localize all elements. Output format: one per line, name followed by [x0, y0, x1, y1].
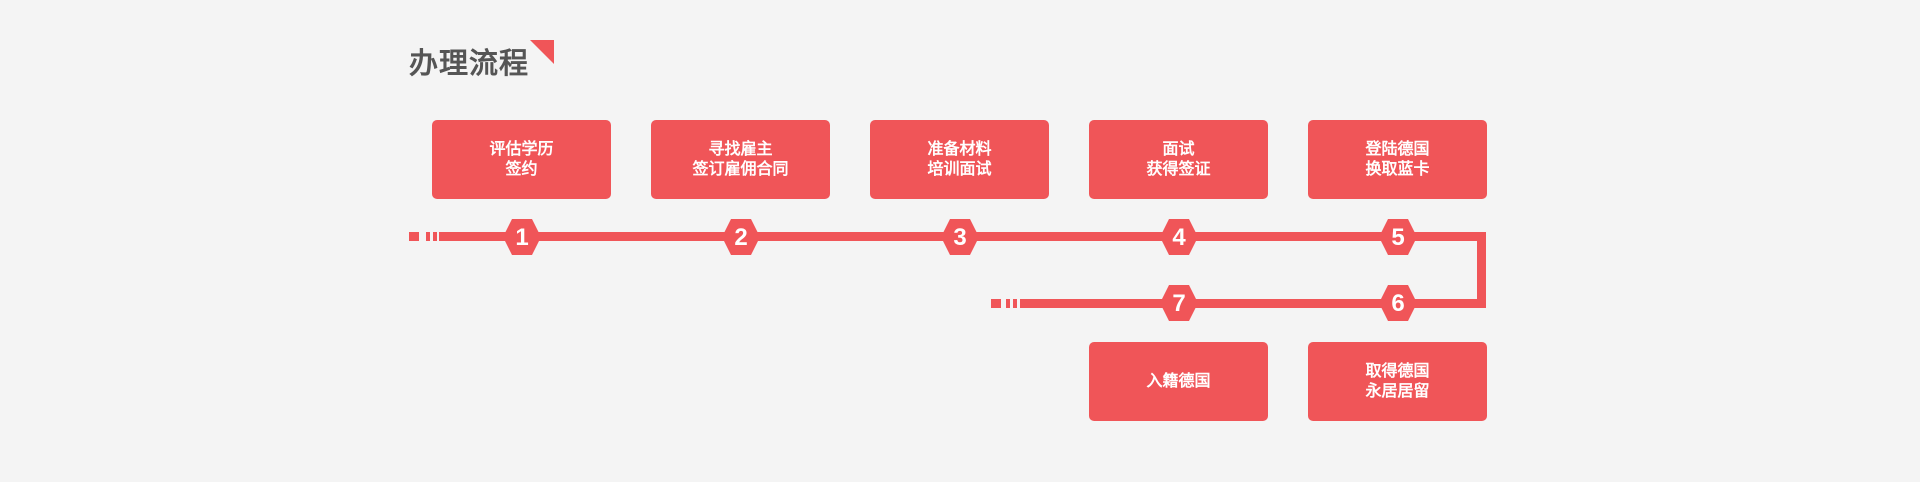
step-box-6: 取得德国 永居居留	[1308, 342, 1487, 421]
step-number-4: 4	[1172, 224, 1186, 251]
hexagon-6	[1379, 285, 1417, 321]
step-box-1: 评估学历 签约	[432, 120, 611, 199]
hexagon-7	[1160, 285, 1198, 321]
step-box-5: 登陆德国 换取蓝卡	[1308, 120, 1487, 199]
step-box-4: 面试 获得签证	[1089, 120, 1268, 199]
bottom-line	[1020, 299, 1486, 308]
hexagon-4	[1160, 219, 1198, 255]
step-2-line-2: 签订雇佣合同	[692, 160, 789, 178]
step-number-7: 7	[1172, 290, 1186, 317]
step-1-line-1: 评估学历	[489, 140, 554, 158]
step-number-2: 2	[734, 224, 748, 251]
step-box-2: 寻找雇主 签订雇佣合同	[651, 120, 830, 199]
hexagon-2	[722, 219, 760, 255]
step-3-line-1: 准备材料	[927, 140, 992, 158]
step-5-line-2: 换取蓝卡	[1365, 160, 1430, 178]
step-3-line-2: 培训面试	[927, 160, 992, 178]
step-1-line-2: 签约	[505, 160, 538, 178]
hexagon-3	[941, 219, 979, 255]
title-corner-triangle-icon	[530, 40, 554, 64]
step-box-7: 入籍德国	[1089, 342, 1268, 421]
top-line-start-tick-2	[433, 232, 437, 241]
step-number-5: 5	[1391, 224, 1405, 251]
right-vertical-line	[1477, 232, 1486, 308]
hexagon-1	[503, 219, 541, 255]
step-number-3: 3	[953, 224, 967, 251]
step-7-line-1: 入籍德国	[1146, 372, 1211, 390]
step-6-line-2: 永居居留	[1365, 382, 1430, 400]
step-number-6: 6	[1391, 290, 1405, 317]
bottom-line-start-tick-1	[1006, 299, 1010, 308]
step-6-line-1: 取得德国	[1365, 362, 1430, 380]
step-4-line-2: 获得签证	[1146, 160, 1211, 178]
step-4-line-1: 面试	[1162, 140, 1195, 158]
step-number-1: 1	[515, 224, 529, 251]
hexagon-5	[1379, 219, 1417, 255]
step-5-line-1: 登陆德国	[1365, 140, 1430, 158]
step-box-3: 准备材料 培训面试	[870, 120, 1049, 199]
step-2-line-1: 寻找雇主	[708, 140, 773, 158]
page-title: 办理流程	[409, 48, 530, 80]
bottom-line-start-dash	[991, 299, 1001, 308]
top-line-start-dash	[409, 232, 419, 241]
top-line-start-tick-1	[426, 232, 430, 241]
bottom-line-start-tick-2	[1013, 299, 1017, 308]
